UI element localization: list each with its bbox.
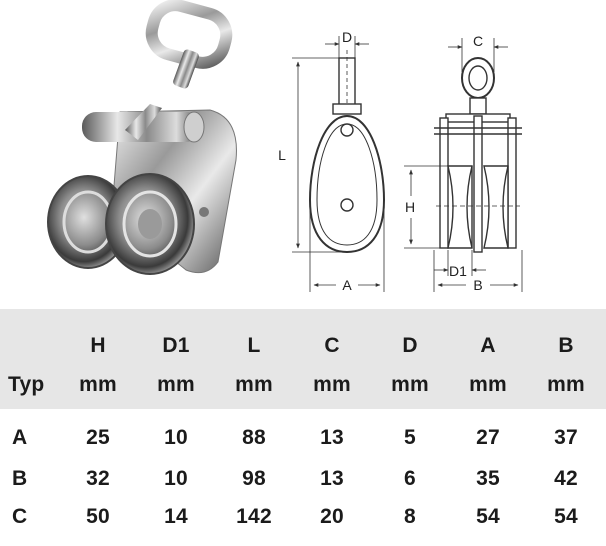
dim-label-a: A: [342, 277, 352, 293]
table-cell: 50: [86, 505, 110, 528]
table-cell: 14: [164, 505, 188, 528]
table-cell: 37: [554, 426, 578, 449]
table-cell: 13: [320, 426, 344, 449]
col-header-d1: D1: [162, 334, 190, 357]
col-unit: mm: [235, 373, 273, 396]
col-unit: mm: [79, 373, 117, 396]
col-unit: mm: [547, 373, 585, 396]
table-cell: 35: [476, 467, 500, 490]
row-type: B: [12, 467, 28, 490]
table-cell: 25: [86, 426, 110, 449]
table-cell: 27: [476, 426, 500, 449]
col-unit: mm: [157, 373, 195, 396]
front-view-drawing: [404, 38, 523, 292]
col-header-a: A: [480, 334, 496, 357]
dim-label-d: D: [342, 29, 352, 45]
dim-label-l: L: [278, 147, 286, 163]
table-cell: 142: [236, 505, 272, 528]
table-cell: 10: [164, 426, 188, 449]
table-cell: 32: [86, 467, 110, 490]
table-cell: 6: [404, 467, 416, 490]
dim-label-d1: D1: [449, 263, 467, 279]
col-header-h: H: [90, 334, 106, 357]
dim-label-b: B: [473, 277, 482, 293]
table-cell: 13: [320, 467, 344, 490]
side-view-drawing: [292, 36, 386, 292]
col-unit: mm: [313, 373, 351, 396]
table-cell: 20: [320, 505, 344, 528]
row-type: A: [12, 426, 28, 449]
dim-label-h: H: [405, 199, 415, 215]
col-header-b: B: [558, 334, 574, 357]
table-cell: 5: [404, 426, 416, 449]
col-unit: mm: [469, 373, 507, 396]
table-cell: 10: [164, 467, 188, 490]
col-header-c: C: [324, 334, 340, 357]
row-header-typ: Typ: [8, 373, 45, 396]
col-unit: mm: [391, 373, 429, 396]
table-cell: 54: [476, 505, 500, 528]
table-cell: 98: [242, 467, 266, 490]
spec-table: H D1 L C D A B Typ mm mm mm mm mm mm mm …: [0, 309, 606, 546]
table-cell: 8: [404, 505, 416, 528]
dim-label-c: C: [473, 33, 483, 49]
table-cell: 88: [242, 426, 266, 449]
pulley-photo: [47, 0, 237, 275]
row-type: C: [12, 505, 28, 528]
col-header-d: D: [402, 334, 418, 357]
table-cell: 42: [554, 467, 578, 490]
product-figure: D L A C H D1 B: [47, 0, 523, 293]
table-cell: 54: [554, 505, 578, 528]
col-header-l: L: [247, 334, 261, 357]
